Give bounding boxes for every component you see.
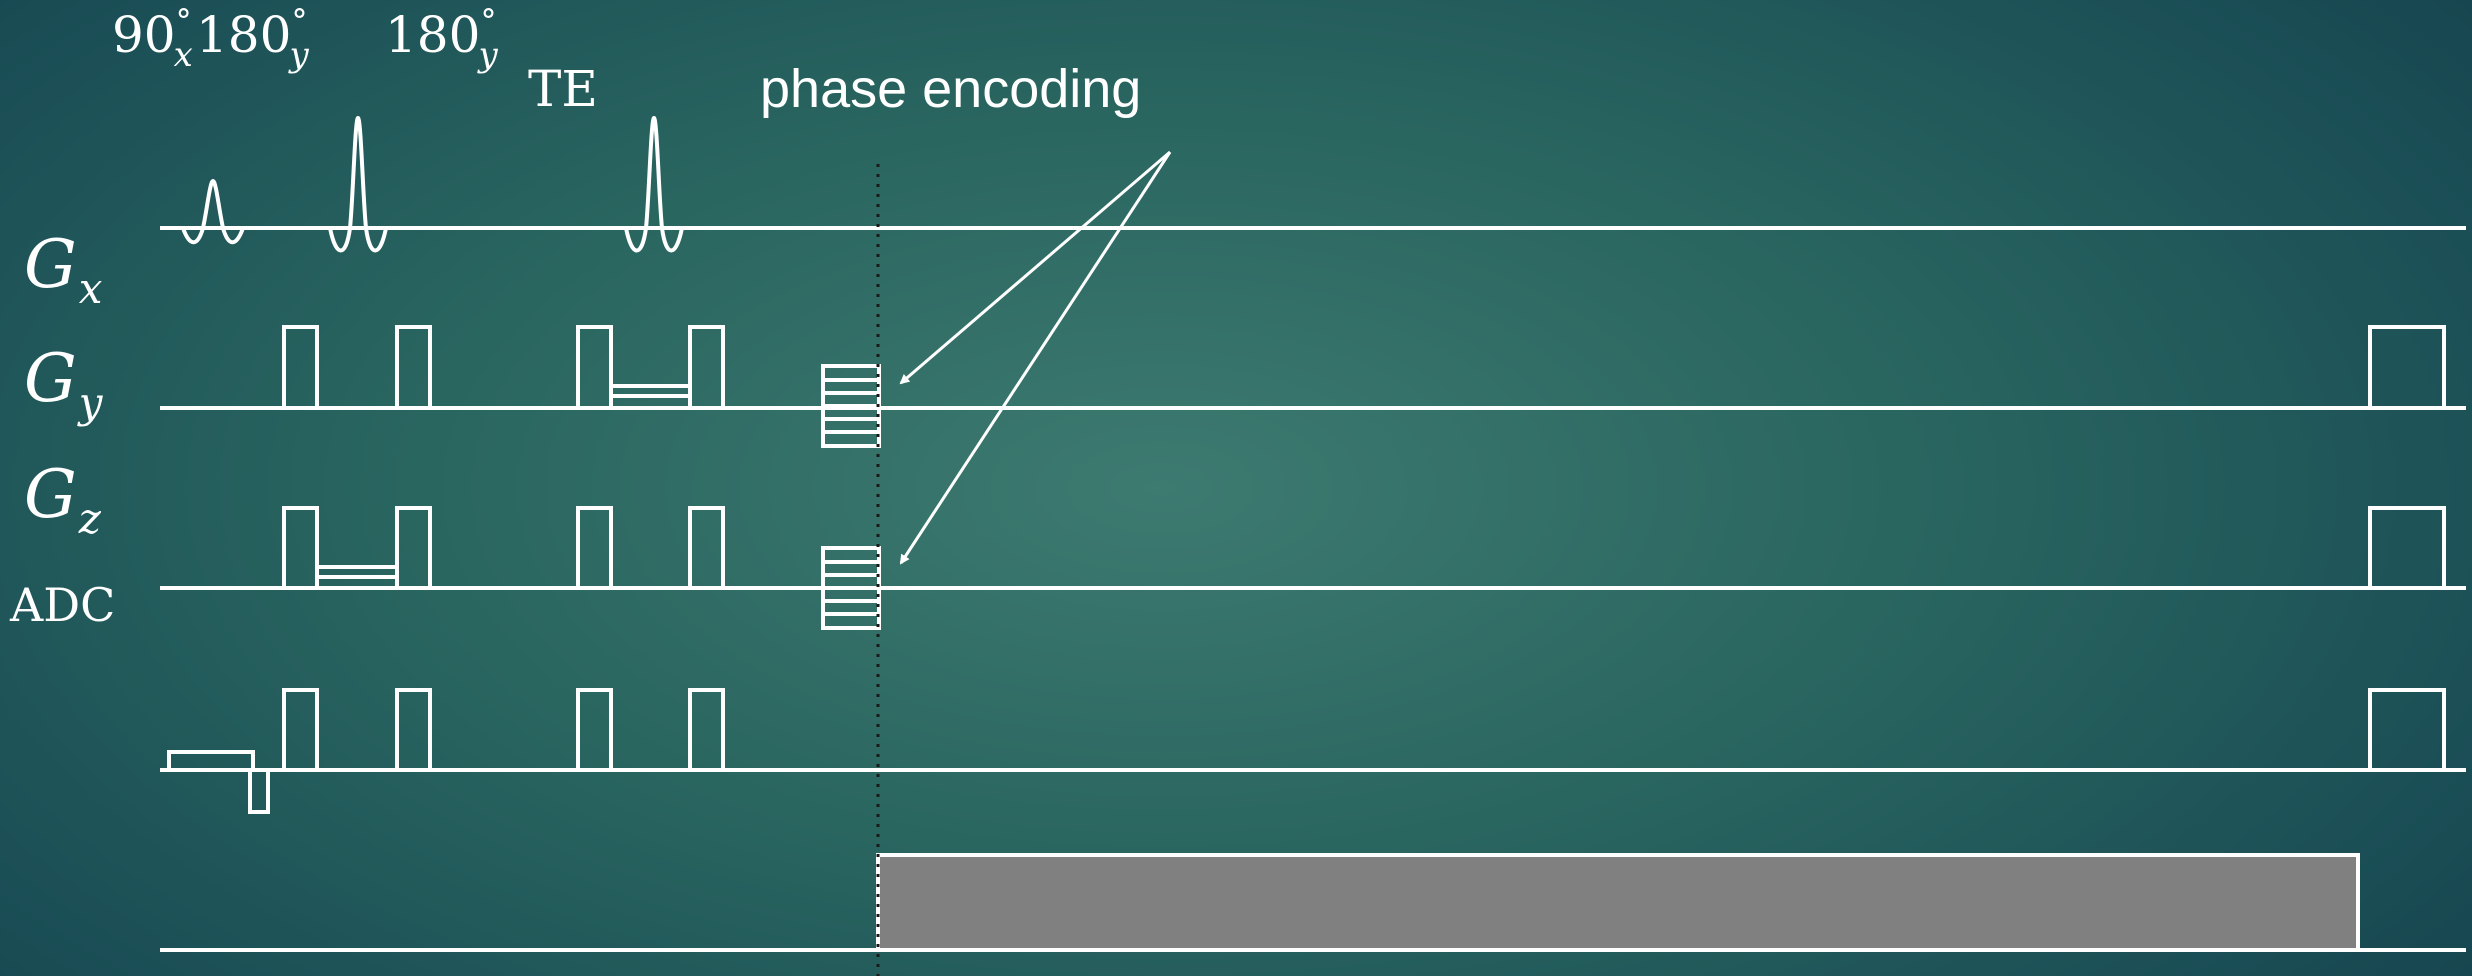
te-label: TE — [528, 60, 598, 118]
gz-end-gradient — [2368, 688, 2446, 772]
gx-crusher-2 — [395, 325, 432, 410]
gy-mid-plateau — [315, 565, 399, 579]
pulse-label-90x: 90°x — [112, 2, 193, 75]
rf-pulse-180y-first — [328, 115, 388, 253]
gz-crusher-3 — [576, 688, 613, 772]
gz-label: Gz — [24, 456, 101, 543]
gx-mid-plateau — [609, 384, 692, 398]
gx-crusher-1 — [282, 325, 319, 410]
gy-crusher-1 — [282, 506, 319, 590]
gx-crusher-3 — [576, 325, 613, 410]
gz-rephaser — [248, 768, 270, 814]
gy-label: Gy — [24, 340, 103, 427]
pulse-label-180y-second: 180°y — [385, 2, 498, 75]
gy-end-gradient — [2368, 506, 2446, 590]
arrow-to-gy-phase — [899, 151, 1172, 565]
gz-crusher-2 — [395, 688, 432, 772]
gz-crusher-1 — [282, 688, 319, 772]
adc-label: ADC — [10, 578, 116, 632]
gx-crusher-4 — [688, 325, 725, 410]
adc-window — [876, 853, 2360, 952]
gz-slice-select — [167, 750, 255, 772]
gy-crusher-3 — [576, 506, 613, 590]
arrow-to-gx-phase — [899, 150, 1171, 385]
gx-end-gradient — [2368, 325, 2446, 410]
gz-crusher-4 — [688, 688, 725, 772]
pulse-label-180y-first: 180°y — [196, 2, 309, 75]
gx-label: Gx — [24, 226, 103, 313]
rf-pulse-180y-second — [624, 115, 684, 253]
rf-pulse-90x — [181, 178, 245, 245]
phase-encoding-annotation: phase encoding — [760, 59, 1142, 119]
gy-crusher-4 — [688, 506, 725, 590]
gy-crusher-2 — [395, 506, 432, 590]
